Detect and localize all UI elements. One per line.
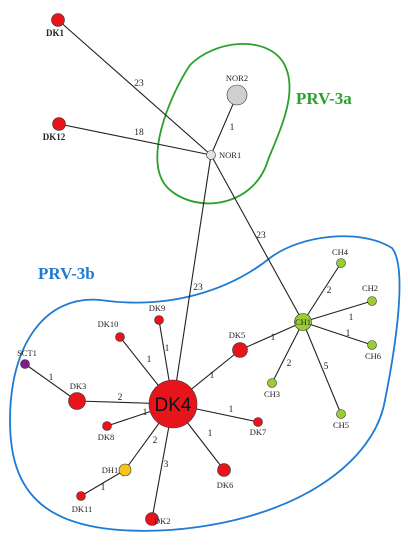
edge-dk5-ch1 <box>239 321 304 351</box>
edge-label-ch1-ch2: 1 <box>349 313 354 323</box>
edge-dk1-nor1 <box>57 19 212 156</box>
node-dk12 <box>52 117 66 131</box>
edge-label-ch1-ch6: 1 <box>346 329 351 339</box>
node-label-dk2: DK2 <box>154 516 171 526</box>
edge-label-ch1-ch4: 2 <box>327 286 332 296</box>
node-dk8 <box>102 421 112 431</box>
edge-label-nor2-nor1: 1 <box>230 123 235 133</box>
node-label-sct1: SCT1 <box>17 348 37 358</box>
node-label-dk8: DK8 <box>98 432 115 442</box>
node-ch1 <box>294 313 312 331</box>
edge-nor2-nor1 <box>210 94 238 156</box>
edge-label-dk4-dk2: 3 <box>164 460 169 470</box>
node-label-ch1: CH1 <box>295 317 311 327</box>
edge-ch1-ch6 <box>302 321 373 346</box>
group-prv3b-label: PRV-3b <box>38 264 95 283</box>
node-dk9 <box>154 315 164 325</box>
node-dk3 <box>68 392 86 410</box>
node-ch2 <box>367 296 377 306</box>
node-dk1 <box>51 13 65 27</box>
node-label-dk4: DK4 <box>155 395 192 416</box>
node-label-dh1: DH1 <box>102 465 119 475</box>
edge-label-sct1-dk3: 1 <box>49 373 54 383</box>
node-label-nor2: NOR2 <box>226 73 248 83</box>
edge-sct1-dk3 <box>24 363 78 402</box>
node-nor2 <box>226 84 248 106</box>
node-dk2 <box>145 512 159 526</box>
node-label-dk10: DK10 <box>98 319 119 329</box>
edge-ch1-ch5 <box>302 321 342 415</box>
node-ch6 <box>367 340 377 350</box>
group-prv3b-outline <box>9 235 401 532</box>
node-sct1 <box>20 359 30 369</box>
node-label-dk9: DK9 <box>149 303 166 313</box>
node-label-dk3: DK3 <box>70 381 87 391</box>
edge-label-dk1-nor1: 23 <box>134 79 144 89</box>
edge-ch1-ch2 <box>302 300 373 323</box>
edge-label-dk4-dk6: 1 <box>208 429 213 439</box>
node-dk4 <box>148 379 198 429</box>
node-label-dk6: DK6 <box>217 480 234 490</box>
node-ch4 <box>336 258 346 268</box>
edge-label-dh1-dk11: 1 <box>101 483 106 493</box>
edge-label-dk4-dk8: 1 <box>143 408 148 418</box>
edge-label-dk4-dk7: 1 <box>229 405 234 415</box>
edge-nor1-dk4 <box>172 154 212 405</box>
node-label-dk1: DK1 <box>46 28 65 38</box>
edge-label-dk4-dk9: 1 <box>165 344 170 354</box>
node-label-dk12: DK12 <box>43 132 66 142</box>
node-ch3 <box>267 378 277 388</box>
node-dk11 <box>76 491 86 501</box>
edge-label-dk3-dk4: 2 <box>118 393 123 403</box>
edges-layer: 23 18 1 23 23 2 1 1 2 5 1 1 1 1 1 2 1 1 2 1 1 3 <box>24 19 373 520</box>
node-dk7 <box>253 417 263 427</box>
node-dk5 <box>232 342 248 358</box>
edge-label-nor1-dk4: 23 <box>193 283 203 293</box>
edge-label-dk12-nor1: 18 <box>134 128 144 138</box>
edge-ch1-ch4 <box>302 262 342 323</box>
node-label-ch3: CH3 <box>264 389 280 399</box>
edge-dh1-dk11 <box>80 469 126 497</box>
node-dk10 <box>115 332 125 342</box>
node-dk6 <box>217 463 231 477</box>
edge-label-ch1-ch5: 5 <box>324 362 329 372</box>
edge-label-dk5-ch1: 1 <box>271 333 276 343</box>
edge-label-nor1-ch1: 23 <box>256 231 266 241</box>
node-label-ch6: CH6 <box>365 351 381 361</box>
group-prv3a-label: PRV-3a <box>296 89 352 108</box>
node-label-nor1: NOR1 <box>219 150 241 160</box>
node-label-dk7: DK7 <box>250 427 267 437</box>
node-dh1 <box>118 463 132 477</box>
edge-nor1-ch1 <box>210 154 304 323</box>
edge-label-dk4-dk10: 1 <box>147 355 152 365</box>
node-label-ch5: CH5 <box>333 420 349 430</box>
node-label-dk5: DK5 <box>229 330 246 340</box>
edge-label-dk4-dk5: 1 <box>210 371 215 381</box>
edge-label-dk4-dh1: 2 <box>153 436 158 446</box>
node-ch5 <box>336 409 346 419</box>
node-label-dk11: DK11 <box>72 504 92 514</box>
edge-label-ch1-ch3: 2 <box>287 359 292 369</box>
group-prv3a-outline <box>156 42 291 205</box>
edge-dk12-nor1 <box>58 123 212 156</box>
node-nor1 <box>206 150 216 160</box>
edge-ch1-ch3 <box>271 321 304 384</box>
node-label-ch2: CH2 <box>362 283 378 293</box>
node-label-ch4: CH4 <box>332 247 349 257</box>
